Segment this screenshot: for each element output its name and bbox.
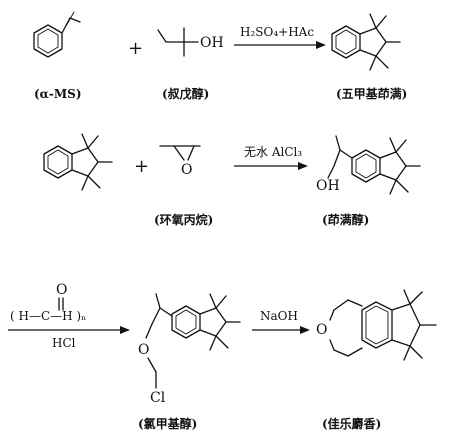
formaldehyde-carbonyl-oxygen: O [56, 282, 67, 298]
reaction-arrow-3 [8, 326, 130, 334]
epoxide-oxygen-label: O [181, 162, 192, 178]
ether-oxygen-label: O [138, 342, 149, 358]
reaction-arrow-1 [234, 41, 326, 49]
indanol-structure [327, 135, 421, 195]
galaxolide-structure [329, 289, 437, 361]
pentamethylindane-structure [331, 13, 401, 71]
label-galaxolide: (佳乐麝香) [322, 416, 381, 431]
label-tert-amyl-alcohol: (叔戊醇) [162, 86, 209, 101]
reaction-arrow-4 [252, 326, 310, 334]
arrow-1-conditions: H₂SO₄+HAc [240, 25, 314, 39]
chloromethyl-ether-structure [145, 293, 241, 389]
arrow-4-conditions: NaOH [260, 309, 298, 323]
label-propylene-oxide: (环氧丙烷) [154, 212, 213, 227]
formaldehyde-double-bond [58, 297, 64, 311]
propylene-oxide-structure [159, 145, 201, 161]
arrow-3-conditions-below: HCl [52, 336, 76, 350]
pentamethylindane-reactant-structure [43, 133, 113, 191]
plus-sign-1: + [128, 38, 143, 59]
reaction-arrow-2 [234, 162, 308, 170]
hydroxyl-label-1: OH [200, 35, 224, 51]
label-chloromethyl-alcohol: (氯甲基醇) [138, 416, 197, 431]
arrow-2-conditions: 无水 AlCl₃ [244, 145, 302, 159]
chlorine-label: Cl [150, 390, 166, 406]
arrow-3-conditions-above: ( H—C—H )ₙ [10, 309, 86, 323]
plus-sign-2: + [134, 156, 149, 177]
label-indanol: (茚满醇) [322, 212, 369, 227]
alpha-methylstyrene-structure [33, 11, 81, 58]
label-alpha-ms: (α-MS) [34, 87, 82, 101]
label-pentamethylindane: (五甲基茚满) [336, 86, 407, 101]
ring-oxygen-label: O [316, 322, 327, 338]
tert-amyl-alcohol-structure [157, 27, 199, 57]
hydroxyl-label-2: OH [316, 178, 340, 194]
